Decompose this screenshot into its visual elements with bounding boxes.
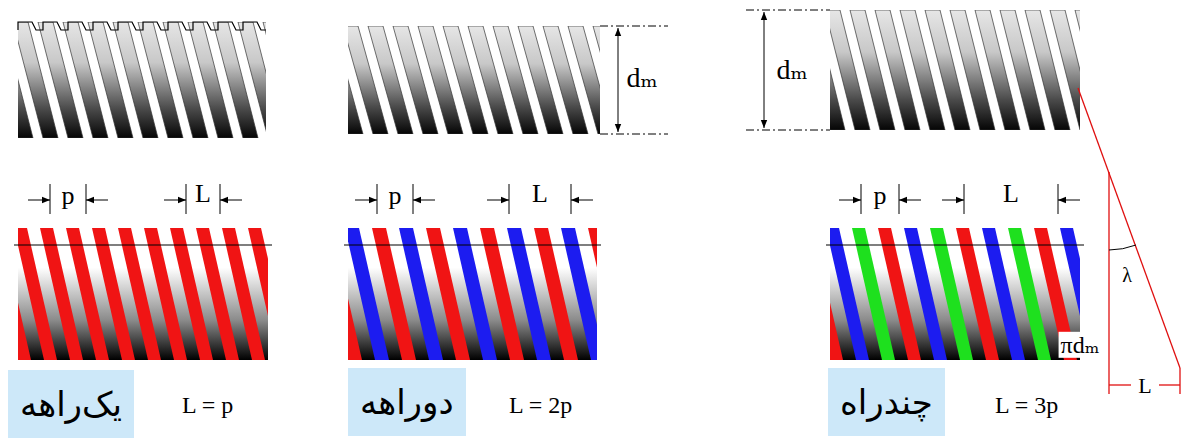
thread-type-name: دوراهه bbox=[360, 382, 454, 423]
lead-label: L bbox=[1001, 180, 1021, 209]
thread-flank bbox=[263, 22, 266, 138]
extension-line bbox=[861, 184, 862, 214]
lead-label: L bbox=[530, 180, 550, 209]
rod-ground bbox=[18, 228, 268, 360]
diameter-label: dₘ bbox=[624, 63, 659, 94]
extension-line bbox=[220, 184, 221, 214]
extension-line bbox=[377, 184, 378, 214]
dimension-arrow bbox=[899, 200, 921, 201]
pitch-label: p bbox=[60, 182, 77, 211]
extension-line bbox=[509, 184, 510, 214]
circumference-line bbox=[1108, 172, 1109, 394]
thread-flank bbox=[588, 228, 597, 360]
dimension-arrow bbox=[164, 200, 186, 201]
thread-flank bbox=[1075, 10, 1080, 130]
rod-ground bbox=[348, 26, 600, 134]
rod-ground bbox=[830, 10, 1080, 130]
lead-line bbox=[1109, 384, 1131, 385]
extension-line bbox=[86, 184, 87, 214]
lead-label: L bbox=[193, 180, 213, 209]
lead-line bbox=[1159, 384, 1180, 385]
thread-flank bbox=[1050, 10, 1080, 130]
extension-line bbox=[50, 184, 51, 214]
threaded-rod bbox=[830, 228, 1080, 360]
rod-ground bbox=[348, 228, 597, 360]
lead-angle-label: λ bbox=[1120, 264, 1134, 286]
extension-line bbox=[186, 184, 187, 214]
threaded-rod bbox=[348, 26, 600, 134]
threaded-rod bbox=[830, 10, 1080, 130]
rod-ground bbox=[830, 228, 1080, 360]
extension-line bbox=[964, 184, 965, 214]
pitch-label: p bbox=[872, 182, 889, 211]
extension-line bbox=[413, 184, 414, 214]
dimension-arrow bbox=[355, 200, 377, 201]
dimension-arrow bbox=[618, 28, 619, 132]
dimension-arrow bbox=[942, 200, 964, 201]
dimension-arrow bbox=[220, 200, 242, 201]
lead-formula: L = p bbox=[180, 392, 235, 418]
thread-flank bbox=[561, 228, 597, 360]
centre-line bbox=[746, 130, 830, 131]
extension-line bbox=[899, 184, 900, 214]
diameter-label: dₘ bbox=[774, 55, 809, 86]
thread-crest bbox=[18, 22, 266, 30]
thread-type-name: یک‌راهه bbox=[20, 384, 122, 425]
lead-formula: L = 3p bbox=[993, 392, 1060, 418]
crest-line bbox=[14, 244, 272, 245]
dimension-arrow bbox=[1058, 200, 1080, 201]
dimension-arrow bbox=[571, 200, 593, 201]
angle-arc bbox=[1109, 245, 1136, 250]
pitch-label: p bbox=[387, 182, 404, 211]
thread-flank bbox=[593, 26, 600, 134]
threaded-rod bbox=[18, 22, 266, 138]
centre-line bbox=[746, 10, 830, 11]
circumference-label: πdₘ bbox=[1059, 332, 1102, 358]
crest-line bbox=[826, 244, 1084, 245]
centre-line bbox=[600, 134, 668, 135]
dimension-arrow bbox=[487, 200, 509, 201]
label-band: چندراه bbox=[828, 368, 945, 436]
threaded-rod bbox=[18, 228, 268, 360]
lead-tick bbox=[1179, 368, 1180, 394]
centre-line bbox=[600, 26, 668, 27]
dimension-arrow bbox=[413, 200, 435, 201]
dimension-arrow bbox=[28, 200, 50, 201]
lead-formula: L = 2p bbox=[507, 392, 574, 418]
rod-ground bbox=[18, 22, 266, 138]
thread-type-name: چندراه bbox=[840, 382, 933, 423]
helix-line bbox=[1078, 88, 1180, 368]
label-band: یک‌راهه bbox=[8, 370, 134, 438]
dimension-arrow bbox=[86, 200, 108, 201]
thread-flank bbox=[238, 22, 266, 138]
extension-line bbox=[571, 184, 572, 214]
dimension-arrow bbox=[764, 12, 765, 128]
lead-label: L bbox=[1136, 374, 1153, 398]
label-band: دوراهه bbox=[348, 368, 466, 436]
extension-line bbox=[1058, 184, 1059, 214]
threaded-rod bbox=[348, 228, 597, 360]
thread-flank bbox=[568, 26, 600, 134]
thread-flank bbox=[248, 228, 268, 360]
crest-line bbox=[344, 244, 601, 245]
dimension-arrow bbox=[839, 200, 861, 201]
